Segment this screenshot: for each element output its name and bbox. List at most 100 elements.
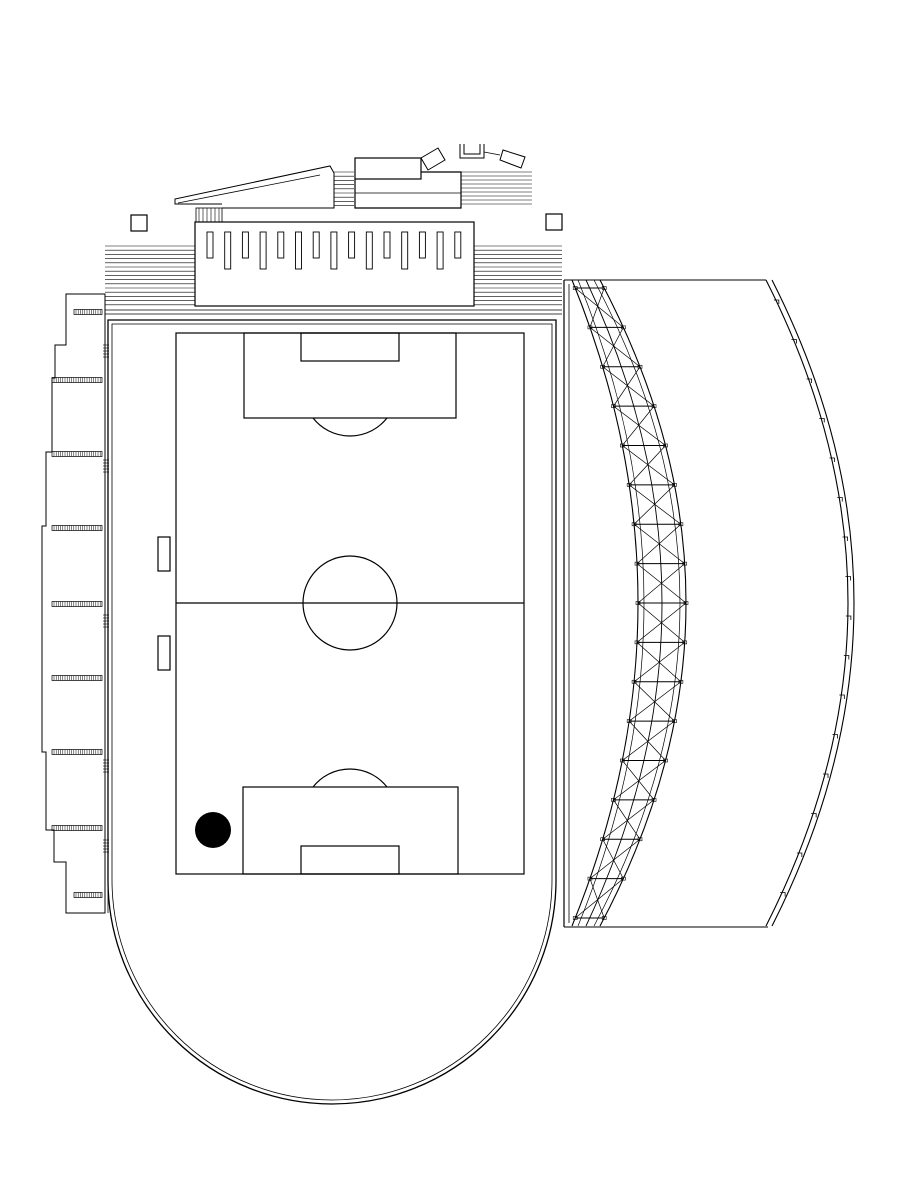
truss-brace: [613, 366, 641, 407]
hatch-bar: [51, 675, 103, 681]
truss-node: [634, 640, 640, 645]
main-stand-building: [105, 144, 563, 315]
wall-tick: [829, 457, 835, 462]
stand-slot: [330, 231, 338, 270]
truss-node: [663, 758, 668, 763]
stand-slot: [224, 231, 232, 270]
truss-brace: [602, 366, 655, 407]
stand-slots: [206, 231, 462, 270]
upper-building: [354, 157, 422, 180]
right-terrace-steps: [474, 245, 562, 306]
goal-area-top: [300, 332, 400, 362]
corner-block-right: [545, 213, 563, 231]
outer-wall-ticks: [773, 299, 852, 897]
wall-tick: [811, 813, 817, 818]
hatch-bar: [51, 377, 103, 383]
ramp-steps: [334, 171, 354, 206]
edge-hatch: [103, 459, 109, 473]
bench-1: [157, 536, 171, 572]
hatch-bar: [51, 525, 103, 531]
truss-node: [637, 364, 643, 369]
wall-tick: [832, 734, 838, 739]
truss-brace: [589, 878, 605, 919]
entry-hatch: [198, 208, 220, 222]
truss-brace: [602, 327, 624, 367]
truss-node: [601, 286, 607, 290]
truss-node: [682, 561, 688, 566]
truss-node: [621, 876, 626, 881]
truss-node: [635, 601, 641, 605]
west-stand: [41, 293, 109, 914]
wall-tick: [837, 497, 843, 502]
edge-hatch: [103, 614, 109, 628]
truss-node: [572, 286, 578, 290]
center-circle: [302, 555, 398, 651]
upper-building-base: [354, 171, 462, 209]
wall-tick: [823, 773, 829, 778]
hatch-bar: [73, 892, 103, 898]
truss-node: [587, 325, 593, 330]
penalty-arc-bottom: [312, 768, 388, 788]
stand-slot: [401, 231, 409, 270]
edge-hatch: [103, 839, 109, 853]
truss-node: [611, 798, 616, 802]
pavilion-c: [499, 149, 526, 169]
stand-slot: [241, 231, 249, 259]
upper-steps: [461, 171, 532, 205]
wall-tick: [780, 892, 786, 897]
black-dot-marker: [195, 812, 231, 848]
running-track: [107, 319, 557, 1105]
truss-node: [620, 443, 625, 448]
penalty-area-bottom: [242, 786, 459, 875]
truss-brace: [628, 720, 666, 761]
truss-brace: [613, 760, 666, 801]
truss-brace: [636, 602, 687, 643]
truss-brace: [589, 327, 641, 368]
wall-tick: [839, 694, 845, 699]
goal-area-bottom: [300, 845, 400, 875]
truss-brace: [637, 563, 685, 604]
truss-brace: [622, 760, 655, 801]
truss-brace: [622, 405, 655, 446]
wall-tick: [773, 299, 780, 304]
wall-tick: [843, 655, 850, 660]
hatch-bar: [51, 451, 103, 457]
truss-brace: [633, 681, 675, 722]
truss-brace: [633, 484, 675, 525]
wall-tick: [845, 615, 852, 620]
hatch-bar: [51, 601, 103, 607]
truss-brace: [622, 720, 675, 761]
penalty-arc-top: [312, 417, 388, 437]
stand-slot: [277, 231, 285, 259]
truss-brace: [636, 523, 682, 564]
pavilion-b: [459, 144, 485, 159]
penalty-area-top: [243, 332, 457, 419]
truss-node: [672, 719, 677, 723]
truss-node: [651, 404, 657, 408]
truss-brace: [602, 799, 655, 840]
truss-brace: [628, 445, 666, 486]
truss-node: [663, 443, 668, 448]
truss-brace: [575, 287, 624, 328]
truss-inner-chord-2: [577, 279, 645, 927]
stand-slot: [348, 231, 356, 259]
truss-node: [678, 522, 684, 527]
roof-truss: [571, 279, 689, 927]
truss-node: [634, 561, 640, 566]
truss-node: [626, 719, 632, 723]
stand-slot: [206, 231, 214, 259]
corner-block-left: [130, 214, 148, 232]
wall-tick: [845, 576, 851, 581]
stand-slot: [365, 231, 373, 270]
west-stand-hatches: [51, 309, 109, 898]
stand-slot: [312, 231, 320, 259]
truss-node: [682, 640, 688, 645]
truss-node: [572, 916, 578, 920]
edge-hatch: [103, 759, 109, 773]
truss-node: [600, 837, 605, 842]
truss-brace: [575, 878, 624, 919]
truss-brace: [613, 405, 666, 446]
stand-slot: [295, 231, 302, 270]
